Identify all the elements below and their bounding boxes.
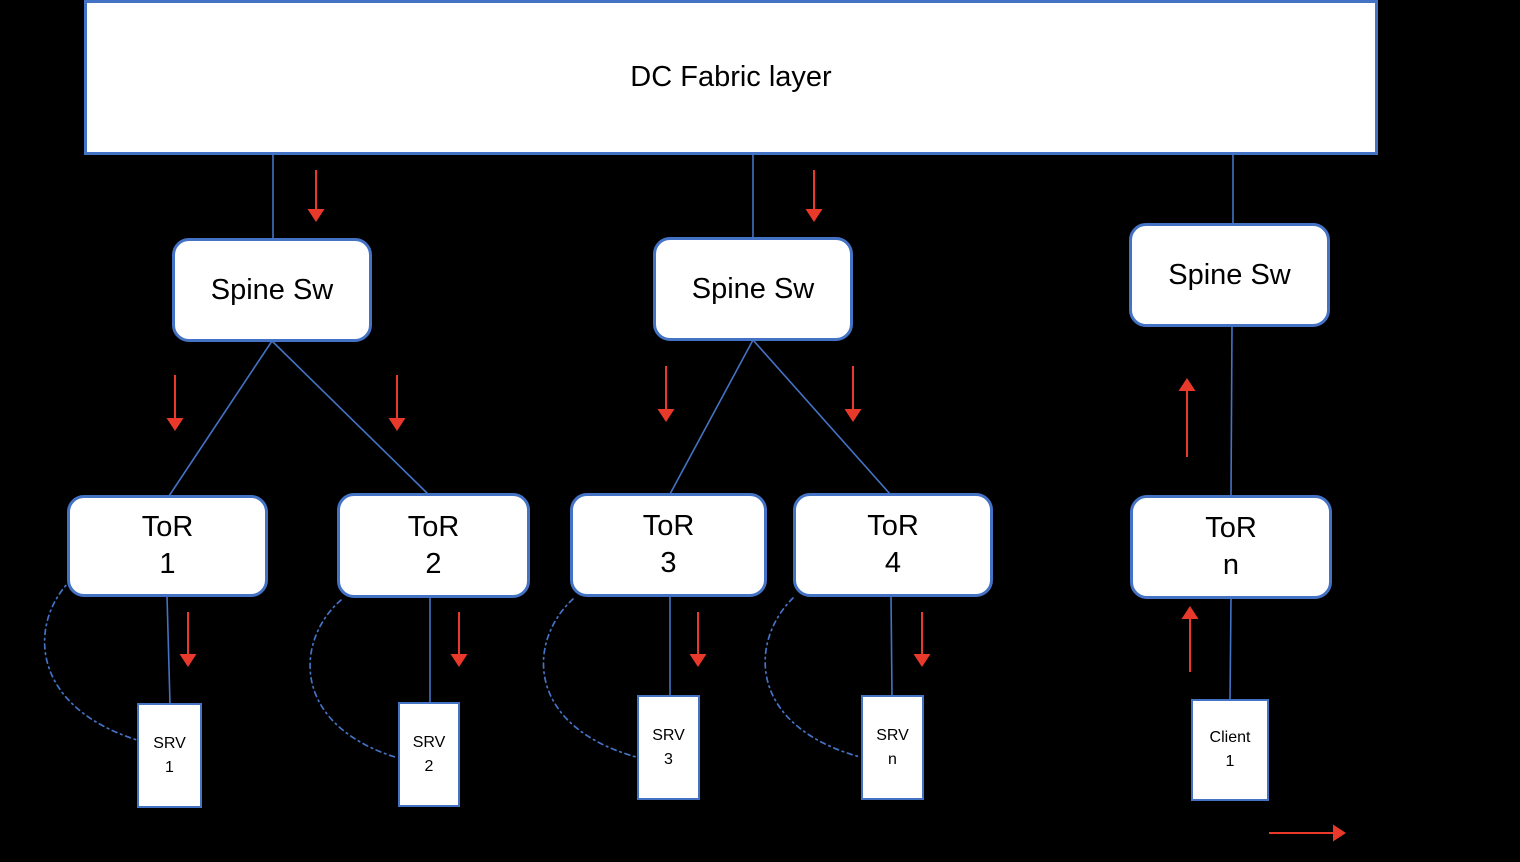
spine-switch-1-label: Spine Sw <box>210 273 334 306</box>
traffic-arrows <box>166 170 1346 842</box>
link-tor1-srv1 <box>166 595 171 705</box>
srv-n-label: SRV <box>876 726 909 744</box>
client-1-label: Client <box>1209 729 1251 746</box>
tor-2-box: ToR 2 <box>337 493 530 598</box>
srv-n-box: SRV n <box>861 695 924 800</box>
dc-fabric-label: DC Fabric layer <box>630 61 832 94</box>
srv-3-label: SRV <box>652 726 685 744</box>
tor-1-box: ToR 1 <box>67 495 268 597</box>
spine-switch-2-label: Spine Sw <box>691 272 815 305</box>
spine-switch-1-box: Spine Sw <box>172 238 372 342</box>
srv-1-number: 1 <box>165 758 174 776</box>
srv-3-box: SRV 3 <box>637 695 700 800</box>
srv-2-label: SRV <box>412 733 446 751</box>
link-spine2-tor3 <box>669 339 754 495</box>
spine-switch-3-box: Spine Sw <box>1129 223 1330 327</box>
spine-switch-3-label: Spine Sw <box>1168 258 1291 291</box>
tor-2-number: 2 <box>425 547 442 580</box>
tor-3-box: ToR 3 <box>570 493 767 597</box>
client-1-number: 1 <box>1225 753 1235 770</box>
tor-3-label: ToR <box>642 510 695 543</box>
loopback-curves <box>43 578 861 759</box>
tor-2-label: ToR <box>407 510 460 543</box>
link-spine2-tor4 <box>752 339 891 495</box>
tor-1-number: 1 <box>159 548 176 580</box>
srv-1-label: SRV <box>153 734 186 752</box>
tor-n-label: ToR <box>1205 512 1257 545</box>
srv-2-number: 2 <box>424 757 434 775</box>
dc-fabric-box: DC Fabric layer <box>84 0 1378 155</box>
srv-n-number: n <box>888 750 897 768</box>
loop-curve-tor1-srv1 <box>43 578 138 741</box>
link-spine3-torn <box>1230 325 1233 497</box>
tor-4-label: ToR <box>867 510 919 543</box>
srv-1-box: SRV 1 <box>137 703 202 808</box>
blue-links <box>166 155 1234 705</box>
loop-curve-tor2-srv2 <box>309 599 399 759</box>
tor-4-box: ToR 4 <box>793 493 993 597</box>
spine-switch-2-box: Spine Sw <box>653 237 853 341</box>
loop-curve-tor3-srv3 <box>542 598 637 758</box>
loop-curve-tor4-srvn <box>764 597 861 758</box>
link-spine1-tor2 <box>271 340 429 495</box>
tor-4-number: 4 <box>884 547 902 579</box>
srv-3-number: 3 <box>664 750 673 768</box>
client-1-box: Client 1 <box>1191 699 1269 801</box>
link-spine1-tor1 <box>168 340 273 497</box>
tor-3-number: 3 <box>660 547 677 579</box>
link-torn-client1 <box>1229 597 1232 702</box>
tor-n-box: ToR n <box>1130 495 1332 599</box>
tor-1-label: ToR <box>141 511 194 544</box>
tor-n-number: n <box>1222 549 1240 581</box>
link-tor4-srvn <box>890 595 893 698</box>
srv-2-box: SRV 2 <box>398 702 460 807</box>
